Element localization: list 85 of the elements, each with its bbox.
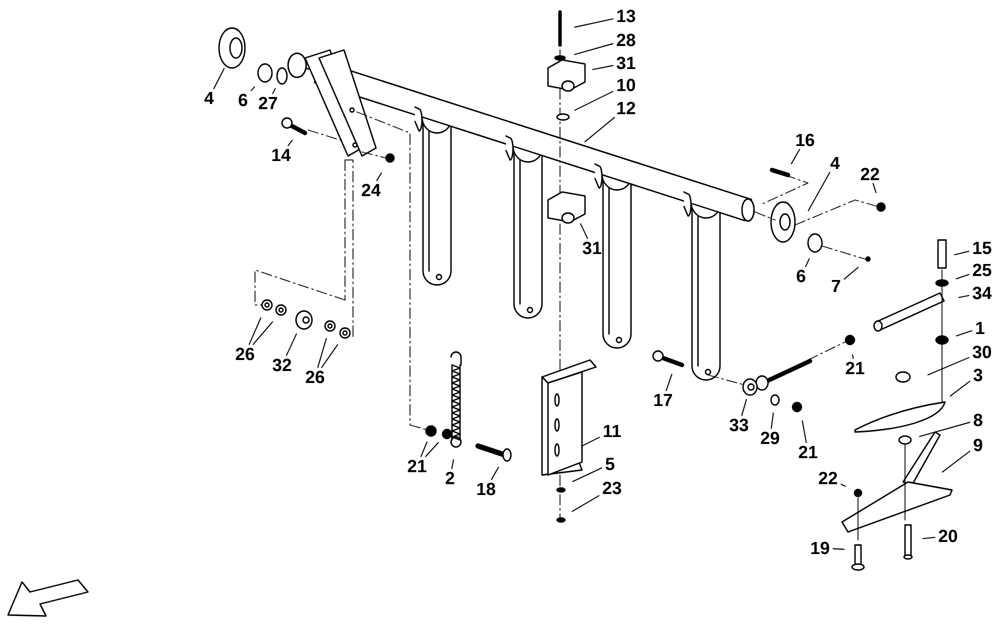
callout-number: 25 [972, 264, 992, 276]
leader-line [666, 374, 672, 392]
leader-line [250, 86, 256, 92]
leader-line [574, 90, 614, 111]
leader-line [288, 140, 293, 146]
callout-number: 22 [818, 472, 838, 484]
leader-line [574, 18, 614, 28]
leader-line [213, 68, 225, 90]
leader-line [574, 43, 614, 56]
callout-number: 9 [974, 438, 982, 452]
leader-line [790, 149, 800, 164]
callout-number: 6 [796, 270, 806, 282]
callout-number: 1 [976, 322, 984, 334]
leader-line [425, 442, 439, 458]
callout-number: 20 [938, 530, 958, 542]
callout-number: 24 [362, 184, 381, 196]
callout-number: 8 [974, 414, 982, 426]
callout-number: 18 [477, 482, 496, 496]
leader-line [872, 182, 877, 194]
callout-number: 27 [258, 96, 277, 110]
leader-line [286, 333, 298, 356]
leader-line [942, 450, 970, 473]
leader-line [844, 266, 859, 280]
leader-line [420, 441, 428, 458]
callout-number: 33 [730, 418, 748, 432]
leader-line [954, 250, 970, 256]
callout-number: 31 [582, 242, 602, 254]
leader-line [805, 258, 810, 267]
callout-number: 28 [616, 34, 636, 46]
leader-line [580, 223, 588, 239]
leader-line [840, 484, 846, 487]
callout-number: 21 [846, 362, 864, 374]
leader-line [376, 172, 382, 182]
callout-number: 14 [272, 148, 291, 162]
leader-line [490, 466, 500, 480]
leader-line [572, 495, 600, 512]
leader-line [572, 467, 602, 482]
leader-line [272, 88, 276, 94]
leader-line [584, 116, 616, 142]
leader-line [918, 422, 970, 438]
leader-line [956, 330, 972, 336]
callout-number: 29 [760, 432, 780, 444]
leader-line [770, 412, 774, 429]
leader-line [581, 436, 600, 447]
leader-line [252, 321, 274, 345]
callout-number: 31 [616, 56, 636, 70]
leader-line [832, 548, 845, 550]
callout-number: 10 [617, 78, 636, 92]
leader-line [592, 65, 614, 70]
callout-number: 34 [972, 286, 992, 300]
callout-number: 17 [654, 394, 672, 406]
leader-line [852, 354, 854, 360]
leader-line [321, 344, 338, 368]
callout-number: 21 [408, 460, 426, 472]
callout-number: 11 [604, 424, 621, 438]
callout-number: 4 [830, 156, 840, 170]
leader-line [922, 536, 936, 540]
callout-number: 26 [306, 370, 324, 384]
callout-number: 4 [204, 92, 214, 104]
callout-number: 26 [236, 348, 254, 360]
callout-number: 22 [860, 168, 880, 180]
leader-line [950, 380, 970, 397]
leader-line [317, 338, 327, 368]
leader-line [958, 295, 970, 298]
callout-number: 23 [602, 482, 622, 494]
callout-number: 2 [446, 472, 454, 484]
leader-line [808, 172, 830, 212]
callout-number: 21 [798, 446, 818, 458]
callout-number: 6 [238, 94, 248, 106]
callout-number: 3 [974, 368, 982, 382]
callout-number: 5 [606, 458, 614, 470]
leader-line [802, 420, 807, 444]
callout-number: 30 [972, 346, 992, 358]
callout-number: 7 [832, 280, 840, 292]
leader-line [927, 357, 970, 376]
callout-number: 16 [796, 134, 814, 146]
leader-line [451, 459, 454, 470]
callout-number: 32 [272, 358, 292, 372]
callout-number: 15 [973, 242, 992, 254]
callout-number: 19 [811, 542, 830, 554]
leader-line [248, 317, 262, 345]
callout-number: 12 [617, 102, 636, 114]
leader-line [741, 398, 747, 416]
leader-line [956, 274, 970, 280]
callout-number: 13 [617, 10, 636, 22]
